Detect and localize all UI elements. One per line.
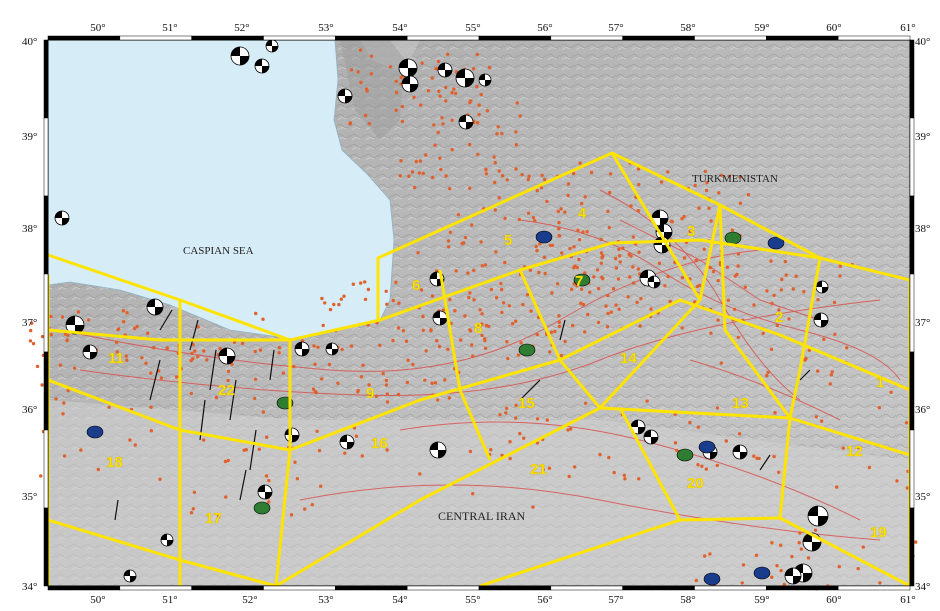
focal-mechanisms	[54, 39, 829, 586]
lat-label: 37°	[22, 317, 37, 329]
lat-label: 34°	[22, 581, 37, 593]
zone-label-8: 8	[474, 320, 482, 337]
lon-label: 59°	[754, 594, 769, 606]
zone-label-22: 22	[218, 382, 235, 399]
lat-label: 39°	[22, 131, 37, 143]
lon-label: 54°	[392, 594, 407, 606]
zone-label-12: 12	[846, 443, 863, 460]
central-iran-label: CENTRAL IRAN	[438, 509, 526, 523]
longitude-labels-top: 50° 51° 52° 53° 54° 55° 56° 57° 58° 59° …	[90, 22, 915, 34]
lat-label: 35°	[22, 491, 37, 503]
lat-label: 36°	[22, 404, 37, 416]
longitude-labels-bottom: 50° 51° 52° 53° 54° 55° 56° 57° 58° 59° …	[90, 594, 915, 606]
lon-label: 61°	[900, 22, 915, 34]
lat-label: 39°	[915, 131, 930, 143]
lon-label: 54°	[392, 22, 407, 34]
zone-label-16: 16	[371, 435, 388, 452]
lat-label: 34°	[915, 581, 930, 593]
zone-boundaries	[46, 151, 912, 588]
lon-label: 51°	[162, 594, 177, 606]
latitude-labels-left: 40° 39° 38° 37° 36° 35° 34°	[22, 36, 37, 593]
map-frame	[43, 35, 915, 591]
lat-label: 40°	[22, 36, 37, 48]
zone-label-17: 17	[205, 510, 222, 527]
zone-label-20: 20	[687, 475, 704, 492]
lat-label: 38°	[915, 223, 930, 235]
lat-label: 40°	[915, 36, 930, 48]
lat-label: 36°	[915, 404, 930, 416]
zone-label-6: 6	[412, 277, 420, 294]
zone-label-21: 21	[530, 461, 547, 478]
zone-label-7: 7	[575, 273, 583, 290]
zone-label-13: 13	[732, 395, 749, 412]
zone-label-18: 18	[106, 454, 123, 471]
lon-label: 58°	[680, 594, 695, 606]
lon-label: 53°	[318, 594, 333, 606]
lon-label: 50°	[90, 594, 105, 606]
lat-label: 35°	[915, 491, 930, 503]
lon-label: 55°	[465, 594, 480, 606]
lon-label: 58°	[680, 22, 695, 34]
zone-label-1: 1	[876, 374, 884, 391]
lon-label: 50°	[90, 22, 105, 34]
lon-label: 56°	[537, 22, 552, 34]
lon-label: 52°	[242, 594, 257, 606]
lon-label: 57°	[608, 594, 623, 606]
zone-label-9: 9	[366, 385, 374, 402]
caspian-sea-label: CASPIAN SEA	[183, 245, 254, 257]
lon-label: 56°	[537, 594, 552, 606]
zone-label-19: 19	[870, 524, 887, 541]
latitude-labels-right: 40° 39° 38° 37° 36° 35° 34°	[915, 36, 930, 593]
zone-label-5: 5	[504, 232, 512, 249]
map-area	[47, 39, 910, 586]
lon-label: 53°	[318, 22, 333, 34]
zone-label-3: 3	[687, 223, 695, 240]
zone-label-14: 14	[620, 350, 637, 367]
lon-label: 57°	[608, 22, 623, 34]
lat-label: 37°	[915, 317, 930, 329]
zone-label-15: 15	[518, 395, 535, 412]
lon-label: 60°	[826, 22, 841, 34]
zone-labels: 1 2 3 4 5 6 7 8 9 11 12 13 14 15 16 17 1…	[106, 205, 887, 541]
gps-vectors	[114, 309, 811, 521]
zone-label-11: 11	[108, 350, 124, 367]
caspian-sea	[47, 39, 395, 341]
lon-label: 55°	[465, 22, 480, 34]
lon-label: 59°	[754, 22, 769, 34]
turkmenistan-label: TURKMENISTAN	[692, 173, 778, 185]
lon-label: 61°	[900, 594, 915, 606]
zone-label-2: 2	[775, 309, 783, 326]
lon-label: 51°	[162, 22, 177, 34]
lon-label: 52°	[234, 22, 249, 34]
zone-label-4: 4	[578, 205, 587, 222]
lon-label: 60°	[826, 594, 841, 606]
lat-label: 38°	[22, 223, 37, 235]
